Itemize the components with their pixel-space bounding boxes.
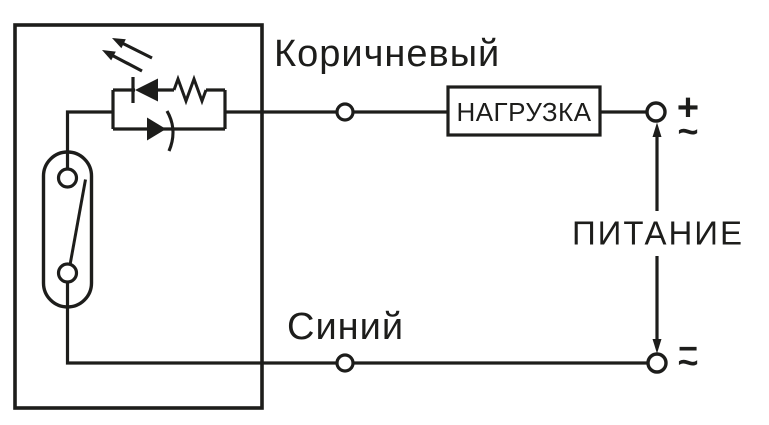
reed-blade — [68, 179, 87, 266]
arrow-head-down-icon — [652, 339, 662, 354]
light-arrow-1-head — [112, 38, 126, 49]
light-arrow-1-shaft — [121, 41, 153, 60]
led-icon — [131, 77, 158, 103]
load-box-outline — [446, 85, 602, 137]
diode-icon — [147, 110, 175, 152]
resistor-icon — [172, 74, 208, 106]
internal-wire-top — [65, 110, 113, 170]
plus-symbol: + — [677, 87, 699, 129]
ac-symbol-bottom: ~ — [677, 342, 698, 383]
light-arrow-2-head — [102, 50, 116, 61]
reed-switch-icon — [41, 150, 94, 309]
light-arrow-2-shaft — [111, 54, 143, 73]
diode-curved-cathode — [165, 110, 175, 152]
minus-symbol: − — [678, 330, 698, 368]
terminal-circle-positive — [645, 101, 667, 123]
arrow-head-up-icon — [652, 122, 662, 137]
ac-symbol-top: ~ — [677, 111, 698, 152]
reed-contact-bottom — [56, 262, 79, 284]
brown-wire-label: Коричневый — [274, 33, 500, 75]
blue-wire-label: Синий — [287, 306, 404, 348]
terminal-circle-negative — [646, 352, 668, 374]
blue-wire — [335, 353, 648, 373]
power-label: ПИТАНИЕ — [572, 215, 744, 252]
load-label: НАГРУЗКА — [456, 97, 591, 127]
led-circuit-block — [102, 38, 227, 152]
load-box: НАГРУЗКА — [446, 85, 602, 137]
led-triangle — [135, 78, 158, 102]
terminal-circle-blue — [335, 353, 355, 373]
brown-wire — [225, 102, 647, 122]
reed-capsule — [41, 150, 94, 309]
light-emission-arrows-icon — [102, 38, 153, 73]
terminal-circle-brown — [335, 102, 355, 122]
sensor-body-outline — [13, 23, 264, 410]
diode-triangle — [147, 117, 166, 141]
reed-contact-top — [56, 167, 79, 189]
power-span-arrow — [652, 122, 662, 354]
